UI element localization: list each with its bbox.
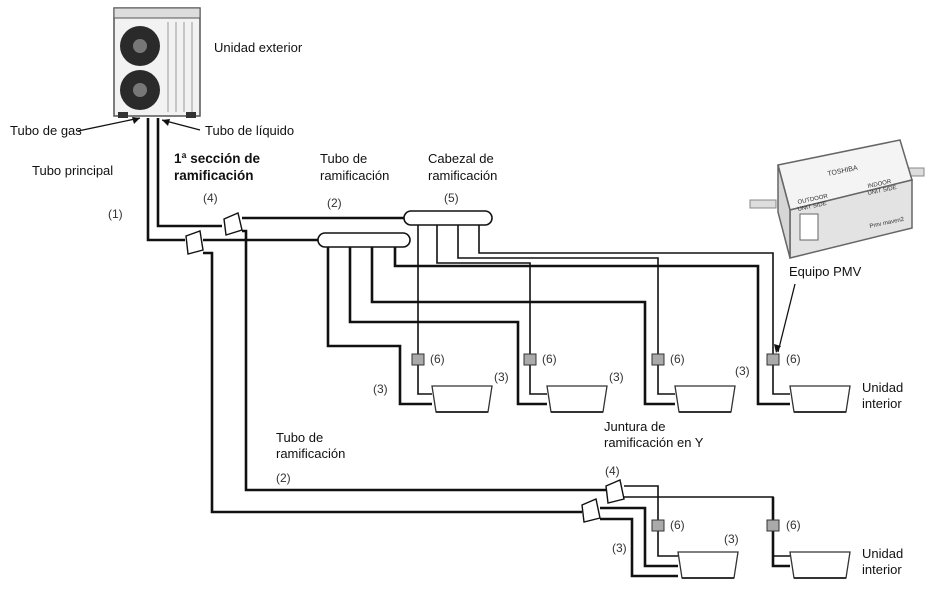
indoor-unit2-label-1: Unidad [862,546,904,561]
header-label-2: ramificación [428,168,498,183]
indoor-unit-label-2: interior [862,396,902,411]
number-3-e: (3) [612,541,627,555]
number-3-c: (3) [609,370,624,384]
pmv-right-text-1: INDOOR [867,179,892,190]
number-1: (1) [108,207,123,221]
header-label-1: Cabezal de [428,151,494,166]
number-5: (5) [444,191,459,205]
y-joint-4 [581,498,601,523]
first-branch-label-2: ramificación [174,168,254,183]
main-pipe-label: Tubo principal [32,163,114,178]
branch-header-upper [403,210,493,226]
number-2-upper: (2) [327,196,342,210]
pmv-valve-3 [651,353,665,366]
indoor-unit-label-1: Unidad [862,380,904,395]
y-joint-label-1: Juntura de [604,419,666,434]
number-3-a: (3) [373,382,388,396]
number-6-f: (6) [786,518,801,532]
y-joint-label-2: ramificación en Y [604,435,704,450]
indoor-unit-3 [674,385,736,413]
branch-pipe-label-2: ramificación [320,168,390,183]
number-6-b: (6) [542,352,557,366]
outdoor-unit [113,7,201,118]
number-2-lower: (2) [276,471,291,485]
number-6-c: (6) [670,352,685,366]
y-joint-2 [185,230,204,255]
y-joint-1 [223,212,243,236]
number-3-b: (3) [494,370,509,384]
number-6-e: (6) [670,518,685,532]
y-joint-3 [605,479,625,504]
number-6-d: (6) [786,352,801,366]
pmv-equipment-illustration [749,139,925,259]
gas-pipe-label: Tubo de gas [10,123,82,138]
indoor-unit-1 [431,385,493,413]
pmv-label: Equipo PMV [789,264,862,279]
outdoor-unit-label: Unidad exterior [214,40,303,55]
number-4-lower: (4) [605,464,620,478]
pmv-valve-1 [411,353,425,366]
branch-header-lower [317,232,411,248]
number-3-f: (3) [724,532,739,546]
number-3-d: (3) [735,364,750,378]
pmv-valve-6 [766,519,780,532]
pmv-valve-5 [651,519,665,532]
first-branch-label-1: 1ª sección de [174,151,261,166]
branch-pipe-label-1: Tubo de [320,151,368,166]
indoor-unit-2 [546,385,608,413]
pmv-valve-4 [766,353,780,366]
number-4-upper: (4) [203,191,218,205]
indoor-unit-5 [677,551,739,579]
branch-pipe2-label-2: ramificación [276,446,346,461]
indoor-unit-4 [789,385,851,413]
indoor-unit-6 [789,551,851,579]
liquid-pipe-label: Tubo de líquido [205,123,295,138]
branch-pipe2-label-1: Tubo de [276,430,324,445]
indoor-unit2-label-2: interior [862,562,902,577]
pmv-valve-2 [523,353,537,366]
number-6-a: (6) [430,352,445,366]
